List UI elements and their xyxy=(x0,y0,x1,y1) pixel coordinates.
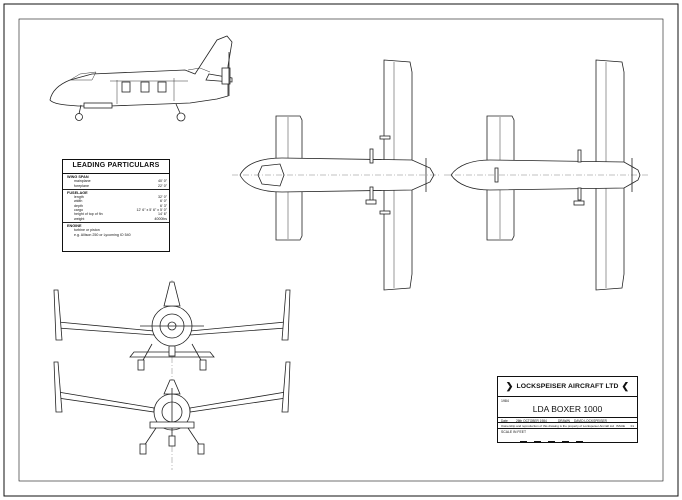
drawing-year: 1984 xyxy=(501,399,509,403)
engine-section: ENGINE turbine or piston e.g. Allison 25… xyxy=(63,223,169,238)
spec-label: weight xyxy=(74,216,85,221)
ownership-row: Ownership and reproduction of this drawi… xyxy=(498,423,637,429)
front-view-upper xyxy=(53,280,291,380)
spec-label: height of top of fin xyxy=(74,212,103,217)
scale-label: SCALE IN FEET xyxy=(501,430,527,434)
spec-value: 14' 6" xyxy=(158,212,167,217)
inner-border xyxy=(18,18,664,482)
spec-label: mainplane xyxy=(74,179,91,184)
scale-bar xyxy=(520,430,590,443)
particulars-title: LEADING PARTICULARS xyxy=(63,160,169,174)
spec-value: 32' 0" xyxy=(158,195,167,200)
company-banner: ❯ LOCKSPEISER AIRCRAFT LTD ❮ xyxy=(498,377,637,397)
fuselage-heading: FUSELAGE xyxy=(67,190,88,195)
spec-row: depth 6' 3" xyxy=(67,204,167,208)
spec-label: width xyxy=(74,199,83,204)
outer-border xyxy=(3,3,679,497)
aircraft-model: LDA BOXER 1000 xyxy=(532,404,603,414)
date-label: Date xyxy=(501,419,508,423)
spec-value: 4000lbs xyxy=(154,216,167,221)
spec-label: cargo xyxy=(74,208,83,213)
chevron-right-icon: ❯ xyxy=(505,381,514,391)
side-view xyxy=(49,35,233,122)
spec-label: depth xyxy=(74,203,83,208)
spec-value: 12' 6" x 5' 6" x 5' 0" xyxy=(136,208,167,213)
spec-label: foreplane xyxy=(74,183,89,188)
chevron-left-icon: ❮ xyxy=(621,381,630,391)
date-value: 26th OCTOBER 1984 xyxy=(516,419,547,423)
drawn-label: DRAWN xyxy=(558,419,570,423)
wing-heading: WING SPAN xyxy=(67,175,89,179)
spec-value: 22' 0" xyxy=(158,183,167,188)
title-block: ❯ LOCKSPEISER AIRCRAFT LTD ❮ 1984 LDA BO… xyxy=(497,376,638,443)
issue-value: 01 xyxy=(630,424,634,428)
engine-note: e.g. Allison 250 or Lycoming IO 540 xyxy=(74,232,131,237)
spec-row: cargo 12' 6" x 5' 6" x 5' 0" xyxy=(67,208,167,212)
ownership-notice: Ownership and reproduction of this drawi… xyxy=(501,424,615,428)
company-name: LOCKSPEISER AIRCRAFT LTD xyxy=(516,383,619,390)
plan-view-top xyxy=(232,59,440,291)
spec-row: height of top of fin 14' 6" xyxy=(67,212,167,216)
spec-row: length 32' 0" xyxy=(67,195,167,199)
engine-heading: ENGINE xyxy=(67,223,82,228)
spec-label: length xyxy=(74,195,84,200)
spec-value: 40' 0" xyxy=(158,179,167,184)
spec-row: weight 4000lbs xyxy=(67,217,167,221)
engine-note: turbine or piston xyxy=(74,228,100,233)
spec-value: 6' 0" xyxy=(160,199,167,204)
spec-value: 6' 3" xyxy=(160,203,167,208)
leading-particulars-table: LEADING PARTICULARS WING SPAN mainplane 4… xyxy=(62,159,170,252)
drawing-details-row: Date 26th OCTOBER 1984 DRAWN DAVID LOCKS… xyxy=(498,417,637,423)
front-view-lower xyxy=(53,361,291,470)
spec-row: width 6' 0" xyxy=(67,199,167,203)
fuselage-section: FUSELAGE length 32' 0" width 6' 0" depth 6'… xyxy=(63,190,169,223)
spec-row: foreplane 22' 0" xyxy=(67,184,167,188)
drawn-value: DAVID LOCKSPEISER xyxy=(574,419,607,423)
plan-view-bottom xyxy=(444,59,648,291)
wing-section: WING SPAN mainplane 40' 0" foreplane 22' 0… xyxy=(63,174,169,190)
issue-label: ISSUE xyxy=(615,424,625,428)
spec-row: mainplane 40' 0" xyxy=(67,179,167,183)
